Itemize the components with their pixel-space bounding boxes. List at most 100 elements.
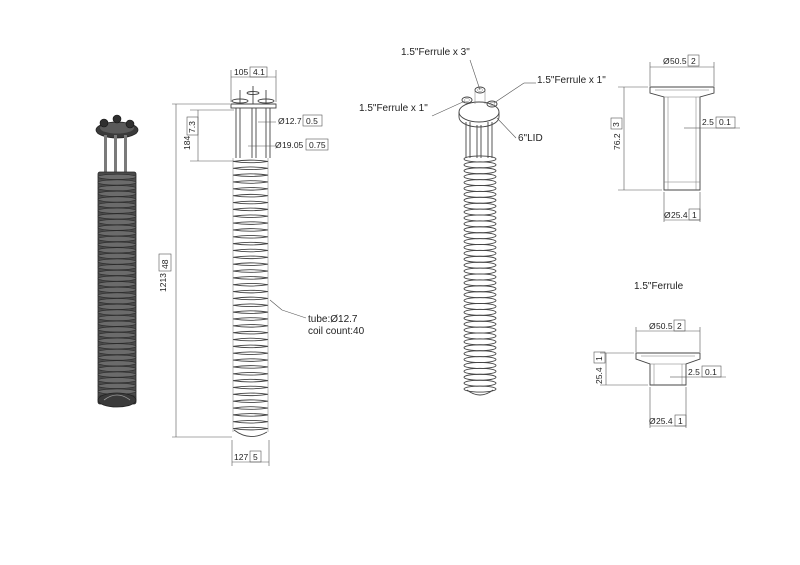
iso-coil-turn (463, 273, 497, 281)
coil-turn (232, 378, 269, 383)
long-top-dia-inch: 2 (691, 56, 696, 66)
rendered-coil-view (95, 114, 139, 408)
iso-coil-turn (463, 367, 497, 375)
pipe-small-inch: 0.5 (306, 116, 318, 126)
short-ferrule-view: 1.5"Ferrule Ø 50.5 2 25.4 1 2.5 0.1 Ø 2 (593, 281, 726, 428)
iso-coil-turn (463, 332, 497, 340)
render-coil-turn (97, 298, 137, 305)
render-coil-turn (97, 354, 137, 361)
short-wall-value: 2.5 (688, 367, 700, 377)
coil-turn (232, 324, 269, 328)
render-coil-turn (97, 202, 137, 208)
render-coil-turn (97, 269, 137, 276)
iso-coil-turn (463, 303, 497, 310)
isometric-view: 1.5"Ferrule x 3" 1.5"Ferrule x 1" 1.5"Fe… (359, 47, 606, 396)
iso-coil-turn (463, 184, 497, 192)
render-coil-turn (97, 349, 137, 355)
iso-coil-turn (463, 385, 497, 393)
iso-coil-turn (463, 362, 497, 369)
coil-turn (232, 351, 269, 355)
coil-turn (232, 344, 269, 349)
render-coil-turn (97, 190, 137, 197)
coil-turn (232, 159, 269, 164)
coil-turn (232, 337, 269, 342)
coil-turn (232, 262, 269, 266)
render-coil-turn (97, 247, 137, 254)
iso-coil-turn (463, 350, 497, 358)
ferrule-x1-right-label: 1.5"Ferrule x 1" (537, 75, 606, 86)
long-bore-inch: 1 (692, 210, 697, 220)
coil-turn (232, 289, 269, 294)
diameter-symbol-2: Ø (275, 140, 282, 150)
short-height-inch: 1 (594, 356, 604, 361)
render-coil-turn (97, 315, 137, 321)
short-wall-inch: 0.1 (705, 367, 717, 377)
iso-coil-turn (463, 173, 497, 181)
top-width-value: 105 (234, 67, 248, 77)
coil-turn (232, 317, 269, 321)
render-coil-turn (97, 281, 137, 288)
short-top-dia-value: 50.5 (656, 321, 673, 331)
render-coil-turn (97, 258, 137, 265)
render-coil-turn (97, 275, 137, 282)
iso-coil-turn (463, 220, 497, 228)
render-coil-turn (97, 185, 137, 192)
front-view: 105 4.1 Ø 12.7 0.5 Ø 19.05 0.75 184 7.3 … (158, 66, 365, 466)
render-coil-turn (97, 173, 137, 180)
long-bore-value: 25.4 (671, 210, 688, 220)
coil-turn (232, 419, 269, 424)
long-ferrule-view: Ø 50.5 2 76.2 3 2.5 0.1 Ø 25.4 1 (610, 54, 740, 222)
iso-coil-turn (463, 208, 497, 216)
total-height-value: 1213 (158, 273, 168, 292)
iso-coil-turn (463, 214, 497, 222)
coil-turn (232, 221, 269, 225)
render-coil-turn (97, 303, 137, 310)
coil-turn (232, 193, 269, 198)
coil-width-value: 127 (234, 452, 248, 462)
coil-turn (232, 282, 269, 287)
iso-coil-turn (463, 249, 497, 257)
iso-coil-turn (463, 279, 497, 287)
iso-coil-turn (463, 267, 497, 275)
coil-turn (232, 413, 269, 417)
coil-turn (232, 269, 269, 273)
coil-turn (232, 372, 269, 376)
coil-turn (232, 276, 269, 280)
total-height-inch: 48 (160, 259, 170, 269)
render-coil-turn (97, 337, 137, 344)
pipe-large-inch: 0.75 (309, 140, 326, 150)
render-coil-turn (97, 360, 137, 367)
render-coil-turn (97, 241, 137, 248)
lid-label: 6"LID (518, 133, 543, 144)
diameter-symbol-4: Ø (664, 210, 671, 220)
iso-coil-turn (463, 243, 497, 251)
coil-turn (232, 207, 269, 212)
render-coil-turn (97, 320, 137, 327)
ferrule-x3-label: 1.5"Ferrule x 3" (401, 47, 470, 58)
iso-coil-turn (463, 356, 497, 363)
manifold-height-inch: 7.3 (187, 121, 197, 133)
coil-turn (232, 310, 269, 314)
iso-coil-turn (463, 373, 497, 381)
diameter-symbol-6: Ø (649, 416, 656, 426)
coil-turn (232, 365, 269, 369)
render-coil-turn (97, 213, 137, 220)
iso-coil-turn (463, 320, 497, 328)
render-coil-turn (97, 219, 137, 225)
coil-turn (232, 303, 269, 308)
diameter-symbol-3: Ø (663, 56, 670, 66)
iso-coil-turn (463, 338, 497, 346)
coil-turn (232, 330, 269, 335)
render-coil-turn (97, 196, 137, 203)
iso-coil-turn (463, 308, 497, 316)
iso-coil-turn (463, 190, 497, 198)
coil-turn (232, 255, 269, 260)
iso-coil-turn (463, 291, 497, 299)
render-coil-turn (97, 224, 137, 231)
render-coil-turn (97, 253, 137, 259)
coil-count-label: coil count:40 (308, 326, 365, 337)
coil-turn (232, 406, 269, 410)
diameter-symbol: Ø (278, 116, 285, 126)
iso-coil-turn (463, 297, 497, 304)
